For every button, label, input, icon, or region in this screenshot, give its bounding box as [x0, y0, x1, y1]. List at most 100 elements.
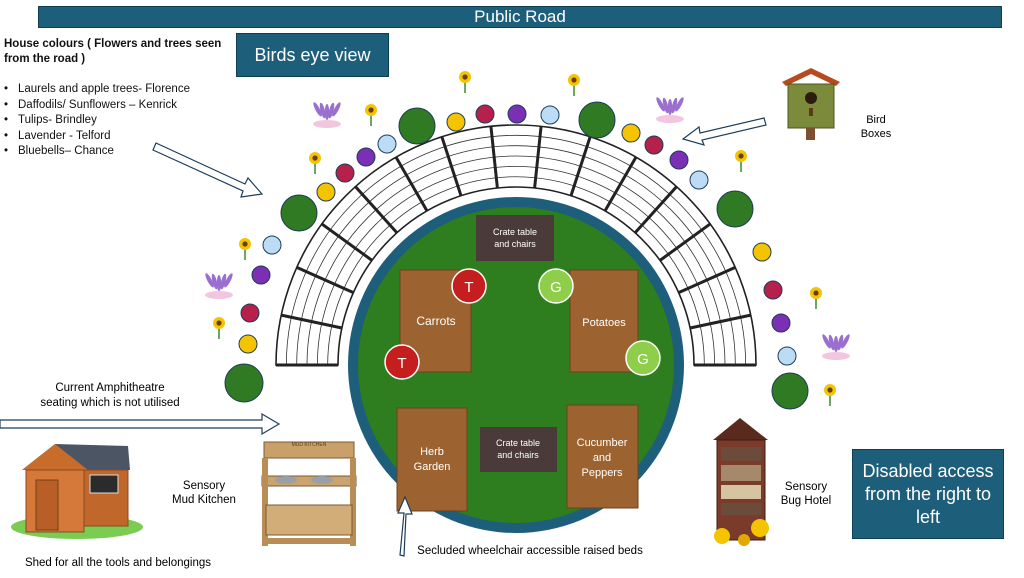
- laurel-tree: [224, 363, 264, 403]
- legend-item-kenrick: Daffodils/ Sunflowers – Kenrick: [4, 98, 190, 114]
- sunflower-icon: [309, 152, 321, 174]
- sunflower-icon: [239, 238, 251, 260]
- lavender-plant: [771, 313, 791, 333]
- arrow-amphitheatre: [0, 412, 281, 436]
- shed-label: Shed for all the tools and belongings: [25, 557, 211, 569]
- laurel-tree: [398, 107, 436, 145]
- marker-g-potatoes-bottom: G: [625, 340, 661, 376]
- lavender-plant: [669, 150, 689, 170]
- legend-list: Laurels and apple trees- Florence Daffod…: [4, 82, 190, 160]
- mud-kitchen-icon: MUD KITCHEN: [261, 441, 357, 546]
- view-title: Birds eye view: [236, 33, 389, 77]
- cucumber-peppers-bed: [566, 404, 639, 509]
- seating-divider: [296, 266, 354, 294]
- tulip: [240, 303, 260, 323]
- arrow-raised-beds: [397, 495, 413, 557]
- laurel-tree: [716, 190, 754, 228]
- arrow-to-bird-boxes: [681, 117, 767, 146]
- sunflower-icon: [810, 287, 822, 309]
- lavender-icon: [313, 102, 341, 128]
- herb-garden-bed: [396, 407, 468, 512]
- laurel-tree: [280, 194, 318, 232]
- carrots-label: Carrots: [416, 314, 455, 328]
- seating-divider: [280, 313, 343, 330]
- marker-t-carrots-top: T: [451, 268, 487, 304]
- lavender-plant: [356, 147, 376, 167]
- public-road-banner: Public Road: [38, 6, 1002, 28]
- seating-divider: [689, 313, 752, 330]
- lavender-plant: [507, 104, 527, 124]
- bluebell: [689, 170, 709, 190]
- legend-item-telford: Lavender - Telford: [4, 129, 190, 145]
- lavender-icon: [205, 273, 233, 299]
- seating-divider: [678, 266, 736, 294]
- seating-divider: [659, 222, 712, 262]
- raised-beds-label: Secluded wheelchair accessible raised be…: [417, 545, 643, 557]
- lavender-icon: [656, 97, 684, 123]
- svg-text:G: G: [550, 279, 562, 296]
- lavender-icon: [822, 334, 850, 360]
- svg-text:T: T: [464, 279, 473, 296]
- daffodil: [446, 112, 466, 132]
- seating-divider: [533, 126, 543, 189]
- legend-title: House colours ( Flowers and trees seen f…: [4, 38, 222, 65]
- daffodil: [621, 123, 641, 143]
- svg-text:MUD KITCHEN: MUD KITCHEN: [292, 442, 327, 448]
- seating-divider: [354, 185, 399, 234]
- seating-divider: [440, 136, 463, 197]
- bird-box-icon: [782, 68, 840, 140]
- seating-divider: [489, 126, 499, 189]
- bluebell: [540, 105, 560, 125]
- legend-item-chance: Bluebells– Chance: [4, 144, 190, 160]
- seating-divider: [394, 156, 429, 212]
- sunflower-icon: [459, 71, 471, 93]
- daffodil: [316, 182, 336, 202]
- sunflower-icon: [568, 74, 580, 96]
- seating-divider: [633, 185, 678, 234]
- svg-text:G: G: [637, 351, 649, 368]
- bug-hotel-icon: [713, 418, 769, 546]
- sunflower-icon: [735, 150, 747, 172]
- disabled-access-box: Disabled access from the right to left: [852, 449, 1004, 539]
- legend-item-florence: Laurels and apple trees- Florence: [4, 82, 190, 98]
- seating-plank-line: [296, 145, 736, 366]
- sunflower-icon: [213, 317, 225, 339]
- marker-g-potatoes-top: G: [538, 268, 574, 304]
- amphitheatre-seating: [275, 124, 757, 367]
- svg-text:T: T: [397, 355, 406, 372]
- laurel-tree: [578, 101, 616, 139]
- daffodil: [238, 334, 258, 354]
- seating-divider: [569, 136, 592, 197]
- flower-border: [205, 71, 850, 410]
- sunflower-icon: [365, 104, 377, 126]
- crate-table-top: [476, 215, 554, 261]
- seating-plank-line: [316, 165, 716, 366]
- laurel-tree: [771, 372, 809, 410]
- seating-divider: [320, 222, 373, 262]
- arrow-to-seating: [152, 142, 264, 198]
- crate-table-bottom: [480, 427, 557, 472]
- seating-plank-line: [327, 176, 705, 366]
- bluebell: [377, 134, 397, 154]
- seating-divider: [603, 156, 638, 212]
- daffodil: [752, 242, 772, 262]
- bluebell: [262, 235, 282, 255]
- marker-t-carrots-bottom: T: [384, 344, 420, 380]
- potatoes-label: Potatoes: [582, 317, 626, 329]
- legend-item-brindley: Tulips- Brindley: [4, 113, 190, 129]
- tulip: [644, 135, 664, 155]
- tulip: [335, 163, 355, 183]
- lavender-plant: [251, 265, 271, 285]
- seating-plank-line: [285, 134, 747, 366]
- sunflower-icon: [824, 384, 836, 406]
- tulip: [763, 280, 783, 300]
